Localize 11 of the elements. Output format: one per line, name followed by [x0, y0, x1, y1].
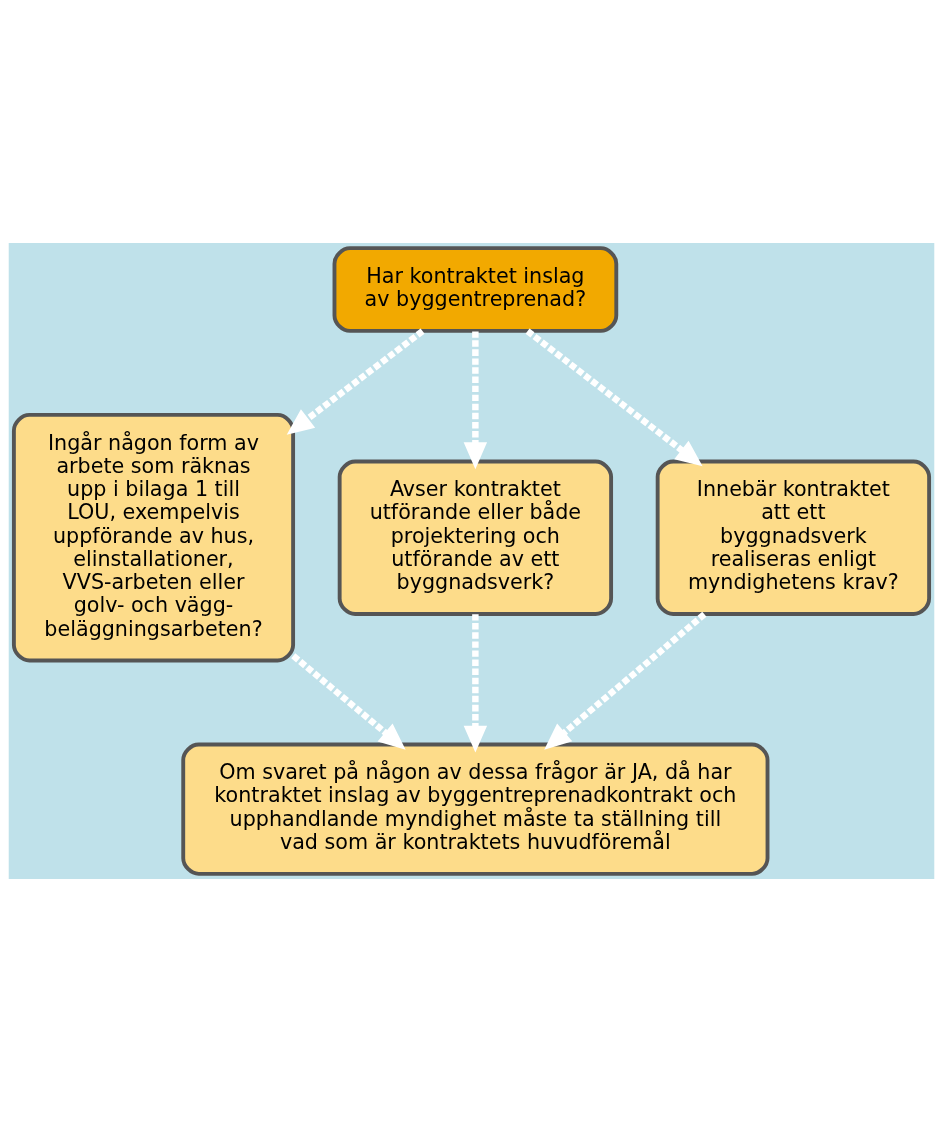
node-box: Har kontraktet inslag av byggentreprenad?	[332, 245, 619, 333]
arrow	[286, 328, 425, 435]
arrow	[544, 611, 707, 750]
node-box: Innebär kontraktet att ett byggnadsverk realiseras enligt myndighetens krav?	[655, 459, 932, 616]
arrow	[463, 613, 488, 753]
arrow	[463, 330, 488, 469]
node-box: Ingår någon form av arbete som räknas upp i bilaga 1 till LOU, exempelvis uppförande av hus, elinstallationer, VVS-arbeten eller golv- och vägg- beläggningsarbeten?	[11, 412, 296, 662]
arrow	[525, 328, 703, 466]
arrow	[291, 652, 406, 750]
node-box: Avser kontraktet utförande eller både projektering och utförande av ett byggnadsverk?	[337, 459, 614, 616]
node-box: Om svaret på någon av dessa frågor är JA, då har kontraktet inslag av byggentreprenadkontrakt och upphandlande myndighet måste ta ställning till vad som är kontraktets huvudföremål	[181, 742, 770, 876]
